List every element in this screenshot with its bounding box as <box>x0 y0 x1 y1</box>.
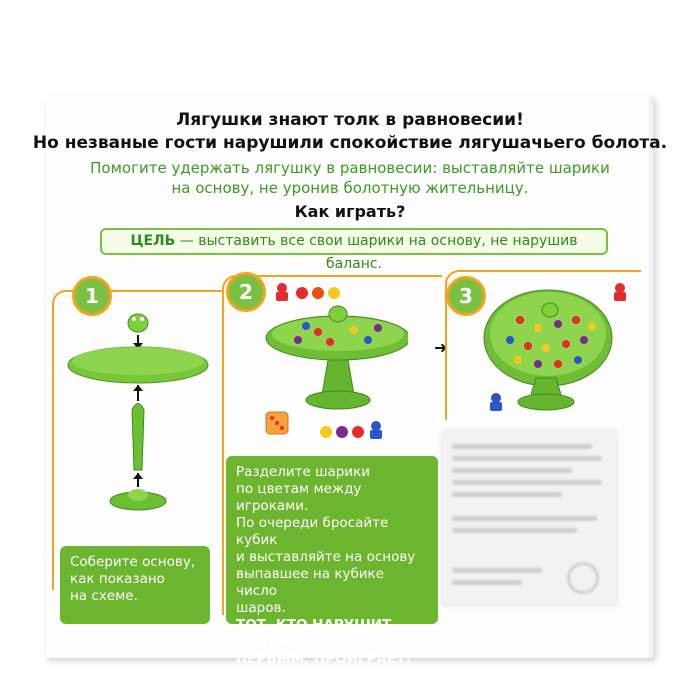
step-1-illustration <box>67 313 209 511</box>
step-2-badge: 2 <box>226 272 266 312</box>
step-2-p2b: и выставляйте на основу <box>236 549 416 565</box>
frog-figure <box>127 313 149 333</box>
player-pieces <box>276 283 340 301</box>
step-1-badge: 1 <box>72 276 112 316</box>
blurred-label <box>442 430 617 606</box>
step-1-text-a: Соберите основу, <box>70 554 196 570</box>
step-3-frame <box>445 270 641 420</box>
header-line-1: Лягушки знают толк в равновесии! <box>176 110 524 130</box>
goal-label: ЦЕЛЬ <box>130 233 176 249</box>
step-1-text-b: как показано <box>70 571 165 587</box>
header-line-2: Но незваные гости нарушили спокойствие л… <box>32 133 668 153</box>
step-2-illustration <box>265 283 408 439</box>
subtitle-line-b: на основу, не уронив болотную жительницу… <box>171 179 529 197</box>
step-1-frame <box>52 290 222 590</box>
frog-figure <box>541 302 559 318</box>
step-2-panel: Разделите шарики по цветам между игрокам… <box>226 456 438 667</box>
step-3-badge: 3 <box>446 276 486 316</box>
goal-banner: ЦЕЛЬ — выставить все свои шарики на осно… <box>100 228 608 272</box>
step-2-p2d: шаров. <box>236 600 286 616</box>
step-2-warning-b: первым, проиграет! <box>236 651 412 667</box>
step-2-warning-a: Тот, кто нарушит баланс <box>236 617 392 650</box>
step-2-p2a: По очереди бросайте кубик <box>236 515 389 548</box>
frog-figure <box>328 305 348 323</box>
step-3-illustration <box>483 283 626 411</box>
subtitle-line-a: Помогите удержать лягушку в равновесии: … <box>90 159 610 177</box>
step-2-frame <box>222 275 442 615</box>
step-2-p1a: Разделите шарики <box>236 464 370 480</box>
step-2-p2c: выпавшее на кубике число <box>236 566 385 599</box>
arrow-right-icon: ➜ <box>434 338 448 357</box>
step-1-text-c: на схеме. <box>70 588 138 604</box>
step-2-p1b: по цветам между игроками. <box>236 481 362 514</box>
header-subtitle: Помогите удержать лягушку в равновесии: … <box>0 158 700 198</box>
goal-text: — выставить все свои шарики на основу, н… <box>175 233 578 272</box>
how-to-play-heading: Как играть? <box>294 202 406 221</box>
stand-pole <box>131 403 145 471</box>
step-1-panel: Соберите основу, как показано на схеме. <box>60 546 210 624</box>
